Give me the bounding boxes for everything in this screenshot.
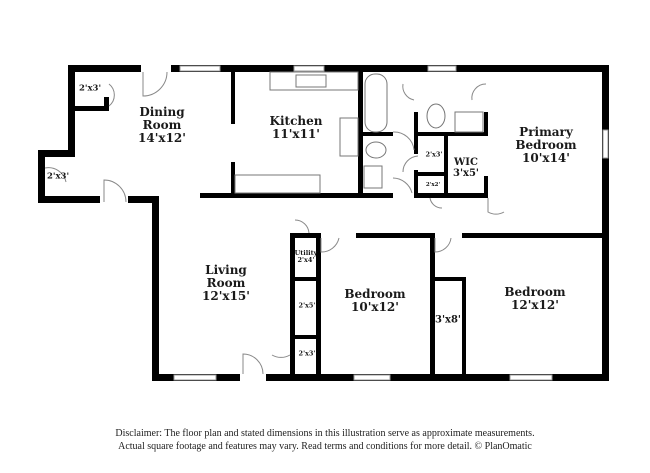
room-name-wic: WIC [454, 157, 478, 168]
fixtures [234, 71, 484, 194]
closet-label-linen: 2'x2' [425, 181, 441, 188]
room-dims-wic: 3'x5' [452, 168, 480, 179]
kitchen-counter-bottom [234, 174, 321, 194]
kitchen-appliance [339, 117, 359, 157]
primary-sink [454, 111, 484, 133]
room-dims-primary: 10'x14' [522, 151, 570, 166]
room-dims-living: 12'x15' [202, 289, 250, 304]
room-dims-bedroom-3: 12'x12' [511, 298, 559, 312]
closet-label-bed3: 3'x8' [434, 314, 462, 326]
room-label-dining: Dining Room 14'x12' [138, 106, 186, 146]
room-name-utility: Utility [294, 248, 318, 257]
room-label-utility: Utility 2'x4' [294, 248, 318, 264]
kitchen-counter-top [269, 71, 359, 91]
door-swings [44, 71, 505, 375]
closet-label-bed2: 2'x3' [298, 349, 316, 358]
room-dims-dining: 14'x12' [138, 131, 186, 146]
room-label-wic: WIC 3'x5' [453, 157, 479, 179]
windows [173, 65, 609, 381]
room-name-living-2: Room [206, 276, 246, 291]
door-openings [100, 64, 266, 382]
walls [38, 65, 609, 381]
room-dims-bedroom-2: 10'x12' [351, 300, 399, 314]
closet-label-2x5: 2'x5' [298, 301, 316, 310]
closet-label-dining: 2'x3' [78, 83, 102, 94]
room-label-bedroom-2: Bedroom 10'x12' [344, 286, 406, 314]
closet-label-hall: 2'x3' [425, 150, 443, 159]
room-name-kitchen: Kitchen [269, 113, 323, 128]
room-name-dining: Dining [139, 105, 185, 120]
room-dims-utility: 2'x4' [297, 256, 315, 264]
primary-toilet [426, 103, 446, 129]
room-name-bedroom-2: Bedroom [344, 286, 406, 301]
room-name-primary-2: Bedroom [515, 138, 577, 153]
room-name-primary: Primary [519, 125, 573, 140]
disclaimer-line-2: Actual square footage and features may v… [118, 441, 532, 452]
room-label-bedroom-3: Bedroom 12'x12' [504, 284, 566, 312]
closet-label-entry: 2'x3' [46, 171, 70, 182]
room-label-primary: Primary Bedroom 10'x14' [515, 126, 576, 166]
room-label-kitchen: Kitchen 11'x11' [269, 113, 323, 141]
disclaimer-line-1: Disclaimer: The floor plan and stated di… [115, 428, 535, 439]
room-label-living: Living Room 12'x15' [202, 264, 250, 304]
toilet [365, 141, 387, 159]
hall-sink [363, 165, 383, 189]
kitchen-sink [295, 74, 327, 88]
room-name-living: Living [205, 263, 247, 278]
room-name-dining-2: Room [142, 118, 182, 133]
room-dims-kitchen: 11'x11' [272, 127, 320, 141]
bathtub [364, 73, 388, 133]
room-name-bedroom-3: Bedroom [504, 284, 566, 299]
